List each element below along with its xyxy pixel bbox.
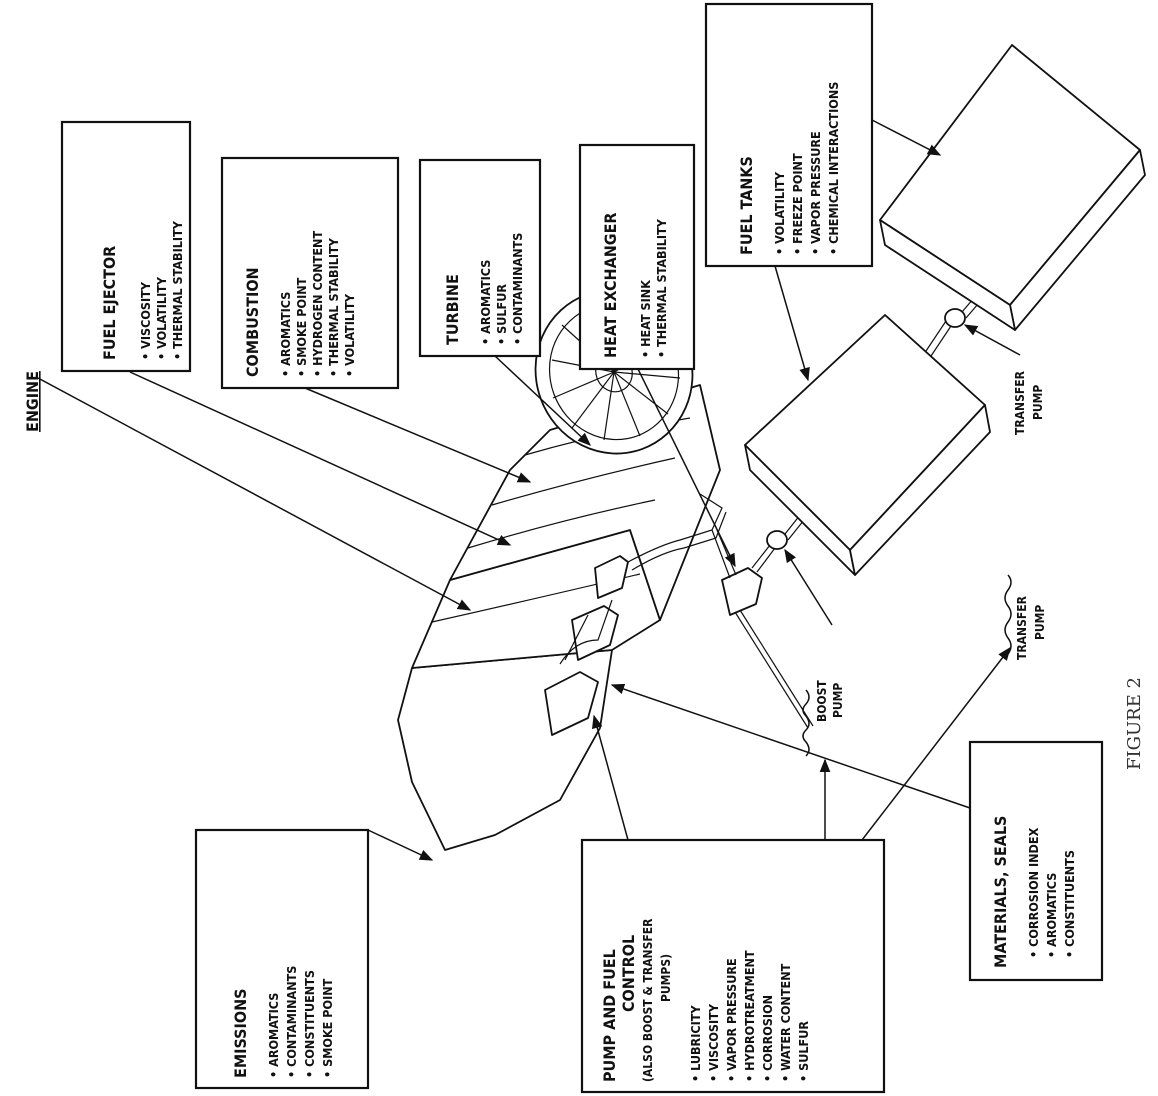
materials-seals-box: MATERIALS, SEALS • CORROSION INDEX • ARO… xyxy=(968,740,1104,982)
pump-fuel-control-item: • SULFUR xyxy=(796,1021,811,1082)
engine-label: ENGINE xyxy=(23,371,42,432)
fuel-control-unit xyxy=(544,671,599,736)
fuel-ejector-item: • VISCOSITY xyxy=(138,281,153,360)
boost-pump-label-line: BOOST xyxy=(815,680,829,722)
fuel-tanks-arrow-2 xyxy=(871,119,942,156)
pump-fuel-control-box: PUMP AND FUEL CONTROL (ALSO BOOST & TRAN… xyxy=(580,838,886,1094)
heat-exchanger-unit xyxy=(721,567,763,616)
fuel-tanks-item: • VOLATILITY xyxy=(772,171,787,255)
emissions-title: EMISSIONS xyxy=(231,988,250,1078)
emissions-item: • CONTAMINANTS xyxy=(284,966,299,1078)
figure-label-group: FIGURE 2 xyxy=(1124,677,1145,770)
pump-fuel-control-subtitle-line: (ALSO BOOST & TRANSFER xyxy=(641,918,655,1082)
transfer-pump-center-label-line: TRANSFER xyxy=(1013,370,1027,435)
emissions-item: • AROMATICS xyxy=(266,993,281,1078)
fuel-tanks-box: FUEL TANKS • VOLATILITY • FREEZE POINT •… xyxy=(704,2,874,268)
heat-exchanger-title: HEAT EXCHANGER xyxy=(601,212,620,358)
combustion-item: • VOLATILITY xyxy=(342,293,357,377)
transfer-pump-label-group: TRANSFER PUMP xyxy=(1013,370,1045,435)
boost-pump-unit xyxy=(766,530,788,550)
combustion-arrow xyxy=(304,387,532,483)
fuel-tanks-item: • CHEMICAL INTERACTIONS xyxy=(826,82,841,255)
engine-label-group: ENGINE xyxy=(23,371,42,432)
pump-control-arrow-1 xyxy=(592,714,629,841)
turbine-item: • CONTAMINANTS xyxy=(510,233,525,345)
engine-arrow xyxy=(37,377,472,611)
transfer-pump-left-label-line: PUMP xyxy=(1033,605,1047,640)
emissions-arrow xyxy=(367,829,434,861)
fuel-ejector-item: • THERMAL STABILITY xyxy=(170,220,185,360)
materials-seals-item: • AROMATICS xyxy=(1044,873,1059,958)
transfer-pump-lower-label-group: TRANSFER PUMP xyxy=(1004,574,1047,660)
combustion-box: COMBUSTION • AROMATICS • SMOKE POINT • H… xyxy=(220,156,400,390)
fuel-ejector-item: • VOLATILITY xyxy=(154,276,169,360)
heat-exchanger-arrow xyxy=(637,368,736,568)
combustion-item: • HYDROGEN CONTENT xyxy=(310,231,325,377)
transfer-pump-center-label-line: PUMP xyxy=(1031,385,1045,420)
fuel-tank-1 xyxy=(744,314,991,576)
fuel-tank-2 xyxy=(879,44,1146,331)
transfer-pump-unit xyxy=(944,308,966,328)
pump-fuel-control-item: • VISCOSITY xyxy=(706,1003,721,1082)
emissions-item: • SMOKE POINT xyxy=(320,978,335,1078)
pump-fuel-control-title-line: PUMP AND FUEL xyxy=(600,949,619,1082)
heat-exchanger-item: • THERMAL STABILITY xyxy=(654,218,669,358)
engine-drawing xyxy=(397,289,727,851)
emissions-box: EMISSIONS • AROMATICS • CONTAMINANTS • C… xyxy=(194,828,370,1090)
fuel-ejector-box: FUEL EJECTOR • VISCOSITY • VOLATILITY • … xyxy=(60,120,192,373)
pump-control-arrow-3 xyxy=(861,646,1011,841)
emissions-item: • CONSTITUENTS xyxy=(302,970,317,1078)
combustion-item: • AROMATICS xyxy=(278,292,293,377)
pump-fuel-control-item: • LUBRICITY xyxy=(688,1005,703,1082)
figure-label: FIGURE 2 xyxy=(1124,677,1145,770)
heat-exchanger-item: • HEAT SINK xyxy=(638,279,653,358)
combustion-item: • SMOKE POINT xyxy=(294,277,309,377)
pump-fuel-control-item: • HYDROTREATMENT xyxy=(742,950,757,1082)
fuel-ejector-arrow xyxy=(129,371,512,546)
pump-fuel-control-item: • WATER CONTENT xyxy=(778,963,793,1082)
materials-seals-item: • CONSTITUENTS xyxy=(1062,850,1077,958)
boost-pump-arrow xyxy=(784,548,833,626)
turbine-arrow xyxy=(494,355,591,446)
boost-pump-label-group: BOOST PUMP xyxy=(802,680,845,757)
turbine-title: TURBINE xyxy=(443,274,462,345)
pump-fuel-control-title-line: CONTROL xyxy=(619,935,638,1012)
heat-exchanger-box: HEAT EXCHANGER • HEAT SINK • THERMAL STA… xyxy=(578,143,696,371)
fuel-tanks-arrow-1 xyxy=(774,265,810,382)
combustion-title: COMBUSTION xyxy=(243,267,262,377)
fuel-ejector-title: FUEL EJECTOR xyxy=(100,246,119,360)
turbine-box: TURBINE • AROMATICS • SULFUR • CONTAMINA… xyxy=(418,158,542,358)
leader-arrows xyxy=(37,119,1021,861)
pump-fuel-control-subtitle-line: PUMPS) xyxy=(659,954,673,1002)
pump-fuel-control-item: • VAPOR PRESSURE xyxy=(724,958,739,1082)
fuel-tanks-item: • VAPOR PRESSURE xyxy=(808,131,823,255)
materials-seals-item: • CORROSION INDEX xyxy=(1026,827,1041,958)
combustion-item: • THERMAL STABILITY xyxy=(326,237,341,377)
materials-seals-arrow xyxy=(610,683,971,809)
fuel-pump-unit xyxy=(571,605,619,661)
transfer-pump-left-label-line: TRANSFER xyxy=(1015,595,1029,660)
transfer-pump-arrow xyxy=(963,324,1021,356)
pump-fuel-control-item: • CORROSION xyxy=(760,995,775,1082)
fuel-tanks-title: FUEL TANKS xyxy=(737,156,756,255)
turbine-item: • AROMATICS xyxy=(478,260,493,345)
fuel-tanks-item: • FREEZE POINT xyxy=(790,153,805,255)
turbine-item: • SULFUR xyxy=(494,284,509,345)
boost-pump-label-line: PUMP xyxy=(831,683,845,718)
materials-seals-title: MATERIALS, SEALS xyxy=(991,816,1010,968)
